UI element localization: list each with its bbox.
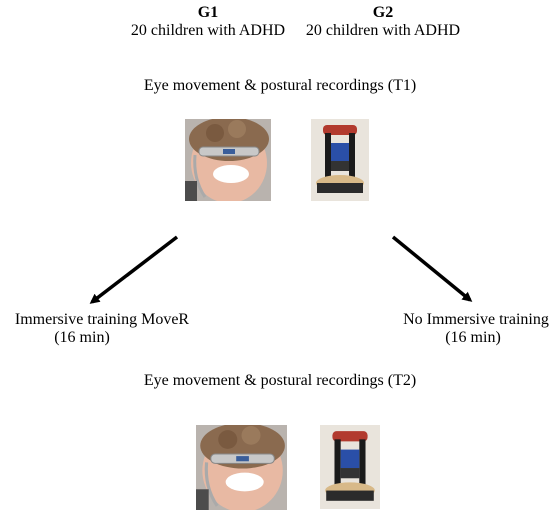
group-1-subtitle: 20 children with ADHD [130,22,286,39]
group-2-subtitle: 20 children with ADHD [305,22,461,39]
recording-t1-label: Eye movement & postural recordings (T1) [143,77,417,94]
group-2-title: G2 [372,4,394,21]
posture-platform-photo-t1 [311,119,369,201]
posture-platform-photo-t2 [320,425,380,509]
left-branch-label-line1: Immersive training MoveR [14,311,190,328]
group-1-title: G1 [197,4,219,21]
child-headset-photo-t1 [185,119,271,201]
recording-t2-label: Eye movement & postural recordings (T2) [143,372,417,389]
right-arrow [391,235,473,302]
left-arrow [89,235,179,304]
left-branch-label-line2: (16 min) [54,329,110,346]
right-branch-label-line2: (16 min) [445,329,501,346]
child-headset-photo-t2 [196,425,287,510]
right-branch-label-line1: No Immersive training [403,311,549,328]
